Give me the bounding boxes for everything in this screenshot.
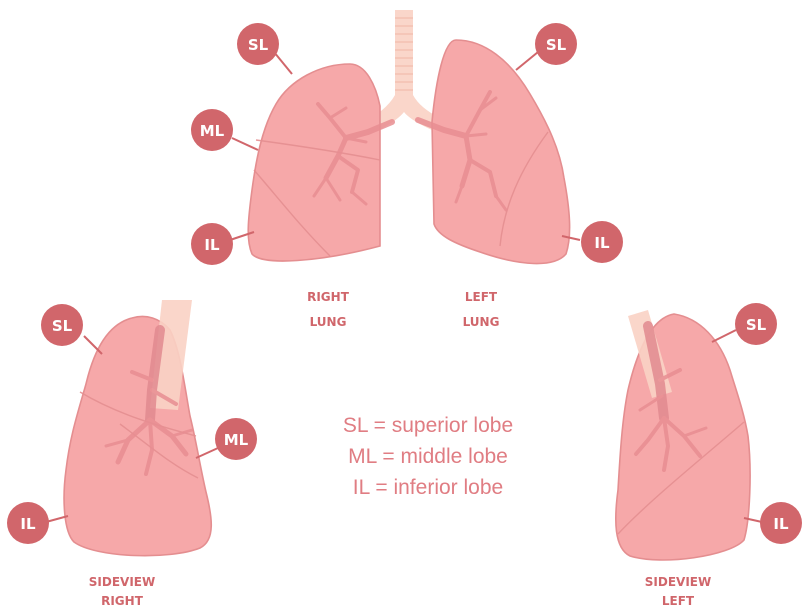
badge-front-right-middle: ML <box>191 109 233 151</box>
caption-line: SIDEVIEW <box>645 575 711 589</box>
sideview-right-outline <box>64 317 211 556</box>
caption-left-lung: LEFT LUNG <box>463 290 500 329</box>
badge-sideview-right-inferior: IL <box>7 502 49 544</box>
badge-label: IL <box>594 234 610 252</box>
badge-front-left-inferior: IL <box>581 221 623 263</box>
legend-line-inferior: IL = inferior lobe <box>353 476 503 499</box>
caption-sideview-left: SIDEVIEW LEFT <box>645 575 711 608</box>
badge-front-left-superior: SL <box>535 23 577 65</box>
badge-front-right-superior: SL <box>237 23 279 65</box>
caption-line: LUNG <box>310 315 347 329</box>
right-lung-outline <box>248 64 380 261</box>
caption-line: LEFT <box>465 290 498 304</box>
badge-sideview-right-middle: ML <box>215 418 257 460</box>
legend: SL = superior lobe ML = middle lobe IL =… <box>343 414 513 499</box>
legend-line-middle: ML = middle lobe <box>348 445 508 468</box>
caption-line: RIGHT <box>101 594 144 608</box>
front-right-lung <box>248 64 392 261</box>
caption-line: SIDEVIEW <box>89 575 155 589</box>
sideview-left-lung <box>616 310 750 560</box>
badge-label: SL <box>746 316 767 334</box>
caption-sideview-right: SIDEVIEW RIGHT <box>89 575 155 608</box>
badge-label: ML <box>200 122 225 140</box>
badge-label: ML <box>224 431 249 449</box>
caption-line: LEFT <box>662 594 695 608</box>
caption-line: RIGHT <box>307 290 350 304</box>
badge-label: SL <box>248 36 269 54</box>
badge-sideview-left-inferior: IL <box>760 502 802 544</box>
badge-label: SL <box>546 36 567 54</box>
badge-label: IL <box>20 515 36 533</box>
badge-label: SL <box>52 317 73 335</box>
badge-label: IL <box>204 236 220 254</box>
badge-sideview-right-superior: SL <box>41 304 83 346</box>
legend-line-superior: SL = superior lobe <box>343 414 513 437</box>
caption-right-lung: RIGHT LUNG <box>307 290 350 329</box>
badge-sideview-left-superior: SL <box>735 303 777 345</box>
left-lung-outline <box>432 40 570 264</box>
badge-front-right-inferior: IL <box>191 223 233 265</box>
caption-line: LUNG <box>463 315 500 329</box>
badge-label: IL <box>773 515 789 533</box>
front-left-lung <box>418 40 570 264</box>
